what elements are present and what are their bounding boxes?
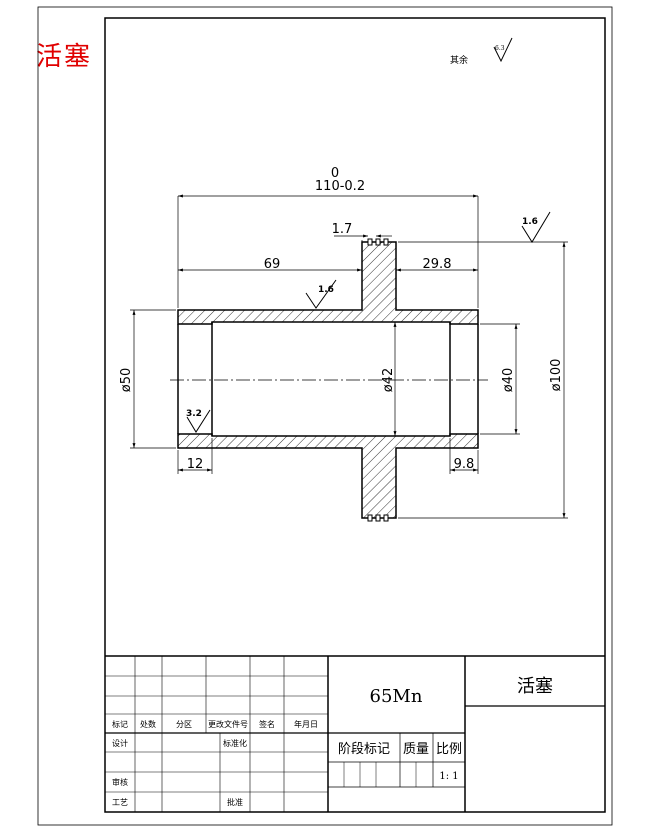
roughness-symbol-general: 6.3 xyxy=(493,37,513,63)
tb-header-zone: 分区 xyxy=(176,720,192,729)
material-text: 65Mn xyxy=(370,686,423,707)
dim-bore-dia: ø40 xyxy=(501,368,516,393)
dim-left-length: 69 xyxy=(264,257,281,272)
surface-note-label: 其余 xyxy=(450,54,468,66)
mass-label: 质量 xyxy=(403,742,429,757)
dim-bore-left: 12 xyxy=(187,457,204,472)
roughness-outer: 1.6 xyxy=(318,285,334,295)
tb-header-doc: 更改文件号 xyxy=(208,719,248,729)
dim-groove-width: 1.7 xyxy=(332,222,353,237)
roughness-flange: 1.6 xyxy=(522,217,538,227)
tb-header-mark: 标记 xyxy=(112,719,128,729)
outer-border xyxy=(37,6,613,826)
tb-process: 工艺 xyxy=(112,798,128,807)
tb-standard: 标准化 xyxy=(223,738,247,748)
dim-bore-right: 9.8 xyxy=(454,457,475,472)
inner-border xyxy=(104,17,606,813)
tb-header-sign: 签名 xyxy=(259,719,275,729)
dim-overall-upper: 0 xyxy=(331,166,339,181)
drawing-title-red: 活塞 xyxy=(36,42,93,72)
scale-value: 1: 1 xyxy=(439,771,458,782)
roughness-bore: 3.2 xyxy=(186,409,202,419)
ratio-label: 比例 xyxy=(436,742,462,757)
tb-check: 审核 xyxy=(112,777,128,787)
dim-right-length: 29.8 xyxy=(423,257,452,272)
title-block xyxy=(105,655,605,812)
dim-outer-dia: ø50 xyxy=(119,368,134,393)
dim-overall-length: 110-0.2 xyxy=(315,179,365,194)
tb-header-count: 处数 xyxy=(140,719,156,729)
part-name-text: 活塞 xyxy=(517,676,553,697)
piston-section xyxy=(170,238,488,522)
tb-design: 设计 xyxy=(112,738,128,748)
stage-mark-label: 阶段标记 xyxy=(338,742,390,757)
dim-inner-dia: ø42 xyxy=(381,368,396,393)
dimension-lines xyxy=(130,194,568,519)
svg-text:6.3: 6.3 xyxy=(495,45,505,52)
dim-flange-dia: ø100 xyxy=(549,359,564,392)
tb-header-date: 年月日 xyxy=(294,719,318,729)
tb-approve: 批准 xyxy=(227,797,243,807)
